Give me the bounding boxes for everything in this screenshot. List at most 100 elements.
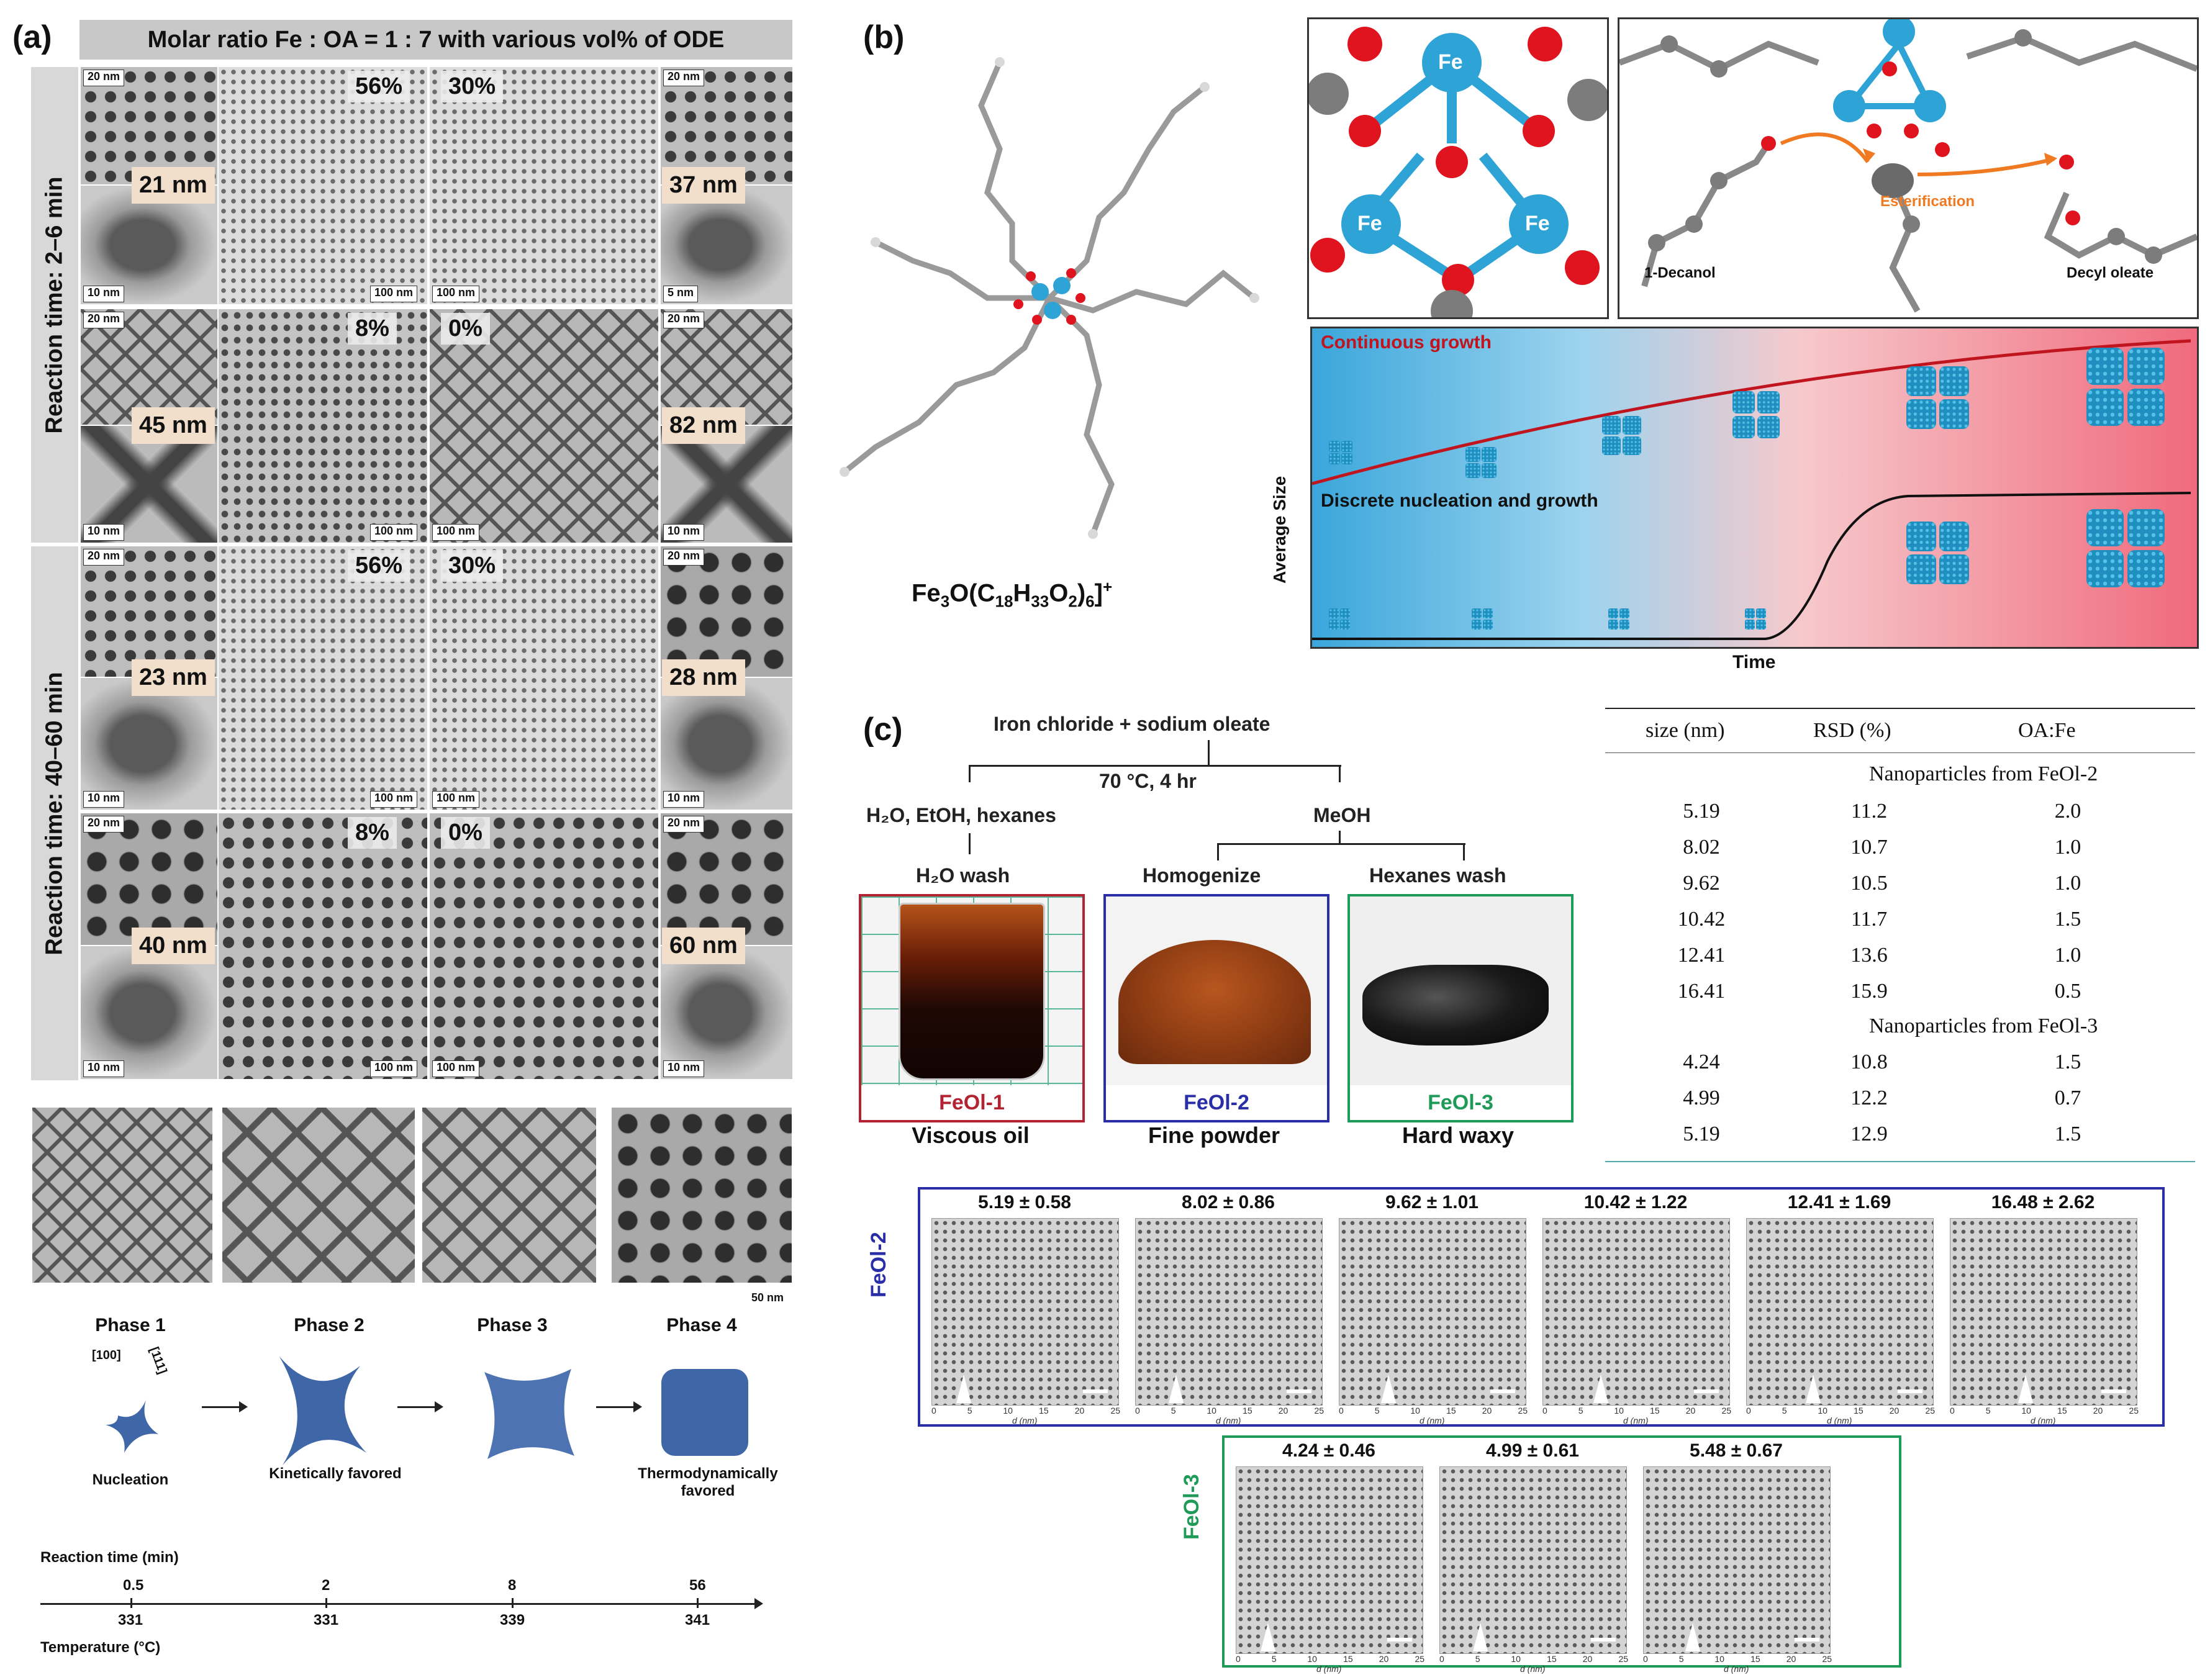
scalebar-100nm: 100 nm xyxy=(432,1060,480,1077)
np-axis-tick: 20 xyxy=(1482,1406,1492,1416)
vol-pct-right: 30% xyxy=(441,71,504,102)
nanoparticle-cluster xyxy=(1602,436,1621,455)
continuous-growth-label: Continuous growth xyxy=(1321,332,1492,353)
np-axis-tick: 0 xyxy=(1746,1406,1751,1416)
nanoparticle-cluster xyxy=(1329,441,1340,452)
phase-4-shape xyxy=(661,1369,748,1456)
nanoparticle-cluster xyxy=(1339,608,1350,618)
np-axis-tick: 25 xyxy=(2129,1406,2139,1416)
tem-image-large xyxy=(219,813,427,1079)
table-cell: 5.19 xyxy=(1683,1122,1720,1145)
phase-arrow-2 xyxy=(397,1401,443,1412)
np-axis-tick: 20 xyxy=(1889,1406,1900,1416)
table-cell: 9.62 xyxy=(1683,872,1720,895)
table-cell: 2.0 xyxy=(2054,800,2081,823)
tem-image-small xyxy=(661,67,792,184)
np-tem-image xyxy=(1746,1218,1934,1406)
np-scalebar xyxy=(1490,1389,1515,1393)
table-cell: 1.0 xyxy=(2054,872,2081,895)
nanoparticle-cluster xyxy=(1757,391,1780,413)
phase-1-note: Nucleation xyxy=(92,1471,169,1488)
np-tem-image xyxy=(1542,1218,1730,1406)
np-tem-image xyxy=(1135,1218,1323,1406)
table-cell: 1.5 xyxy=(2054,1050,2081,1073)
np-scalebar xyxy=(1083,1389,1108,1393)
nanoparticle-cluster xyxy=(1329,608,1339,618)
np-axis-tick: 15 xyxy=(1854,1406,1864,1416)
np-axis-tick: 10 xyxy=(2021,1406,2031,1416)
table-cell: 10.7 xyxy=(1850,836,1888,859)
np-axis-tick: 10 xyxy=(1714,1654,1724,1664)
np-axis-tick: 5 xyxy=(1578,1406,1583,1416)
feol2-np-label: FeOl-2 xyxy=(867,1232,890,1298)
np-size-title: 9.62 ± 1.01 xyxy=(1385,1192,1479,1213)
np-axis-tick: 15 xyxy=(1547,1654,1557,1664)
np-axis-tick: 0 xyxy=(1135,1406,1140,1416)
phase-3-title: Phase 3 xyxy=(477,1315,548,1335)
nanoparticle-cluster xyxy=(1608,608,1618,618)
phase-tem-2 xyxy=(222,1108,415,1283)
timeline-temp-1: 331 xyxy=(314,1612,339,1628)
tem-image-zoom xyxy=(81,678,217,810)
fe3o-cluster-molecule xyxy=(840,57,1259,539)
np-axis-tick: 10 xyxy=(1410,1406,1420,1416)
nanoparticle-cluster xyxy=(1465,463,1480,479)
nanoparticle-cluster xyxy=(1906,554,1936,584)
phase-4-title: Phase 4 xyxy=(666,1315,737,1335)
np-axis-tick: 15 xyxy=(1343,1654,1353,1664)
product-feol1-photo: FeOl-1 xyxy=(859,894,1085,1122)
size-label-left: 45 nm xyxy=(132,407,215,444)
tem-image-large xyxy=(219,309,427,543)
phase-tem-1 xyxy=(32,1108,212,1283)
side-label-bottom: Reaction time: 40–60 min xyxy=(31,546,78,1080)
tem-image-zoom xyxy=(81,426,217,543)
nanoparticle-cluster xyxy=(1339,619,1350,630)
tem-image-small xyxy=(661,813,792,945)
scalebar-10nm: 10 nm xyxy=(83,286,125,302)
table-cell: 0.7 xyxy=(2054,1086,2081,1109)
table-cell: 1.5 xyxy=(2054,908,2081,931)
table-cell: 16.41 xyxy=(1677,980,1726,1003)
product-feol2-desc: Fine powder xyxy=(1148,1122,1280,1148)
np-scalebar xyxy=(1795,1638,1819,1642)
np-axis-tick: 0 xyxy=(1950,1406,1955,1416)
flow-line-3 xyxy=(969,765,971,782)
nanoparticle-cluster xyxy=(1623,416,1641,435)
phase-tem-4 xyxy=(612,1108,792,1283)
flow-start: Iron chloride + sodium oleate xyxy=(994,713,1270,735)
nanoparticle-cluster xyxy=(1755,619,1766,630)
phase-arrow-1 xyxy=(202,1401,248,1412)
table-cell: 15.9 xyxy=(1850,980,1888,1003)
np-axis-label: d (nm) xyxy=(1724,1664,1749,1674)
np-size-title: 10.42 ± 1.22 xyxy=(1583,1192,1688,1213)
feol3-np-label: FeOl-3 xyxy=(1180,1474,1203,1540)
timeline-time-0: 0.5 xyxy=(123,1577,144,1594)
fe-label-2: Fe xyxy=(1357,212,1382,235)
np-tem-image xyxy=(1236,1466,1423,1654)
np-tem-image xyxy=(1339,1218,1526,1406)
nanoparticle-cluster xyxy=(1329,453,1340,464)
scalebar-10nm: 10 nm xyxy=(663,1060,705,1077)
scalebar-20nm: 20 nm xyxy=(663,70,705,86)
flow-mid: Homogenize xyxy=(1143,864,1261,887)
nanoparticle-cluster xyxy=(1623,436,1641,455)
np-axis-tick: 15 xyxy=(2057,1406,2067,1416)
nanoparticle-cluster xyxy=(1745,619,1755,630)
table-header-rule xyxy=(1605,752,2195,753)
vol-pct-left: 8% xyxy=(348,817,397,849)
tem-image-zoom xyxy=(661,426,792,543)
flow-line-1 xyxy=(1208,740,1210,766)
timeline-time-2: 8 xyxy=(508,1577,517,1594)
table-header-oafe: OA:Fe xyxy=(2018,719,2076,742)
scalebar-20nm: 20 nm xyxy=(83,312,125,328)
timeline-time-3: 56 xyxy=(689,1577,706,1594)
phase-arrow-3 xyxy=(596,1401,642,1412)
feol3-np-frame xyxy=(1222,1435,1901,1668)
tem-image-large xyxy=(430,309,658,543)
product-feol3-desc: Hard waxy xyxy=(1402,1122,1515,1148)
np-axis-tick: 0 xyxy=(1439,1654,1444,1664)
table-cell: 4.99 xyxy=(1683,1086,1720,1109)
nanoparticle-cluster xyxy=(1602,416,1621,435)
nanoparticle-cluster xyxy=(1906,399,1936,429)
np-axis-tick: 25 xyxy=(1721,1406,1732,1416)
